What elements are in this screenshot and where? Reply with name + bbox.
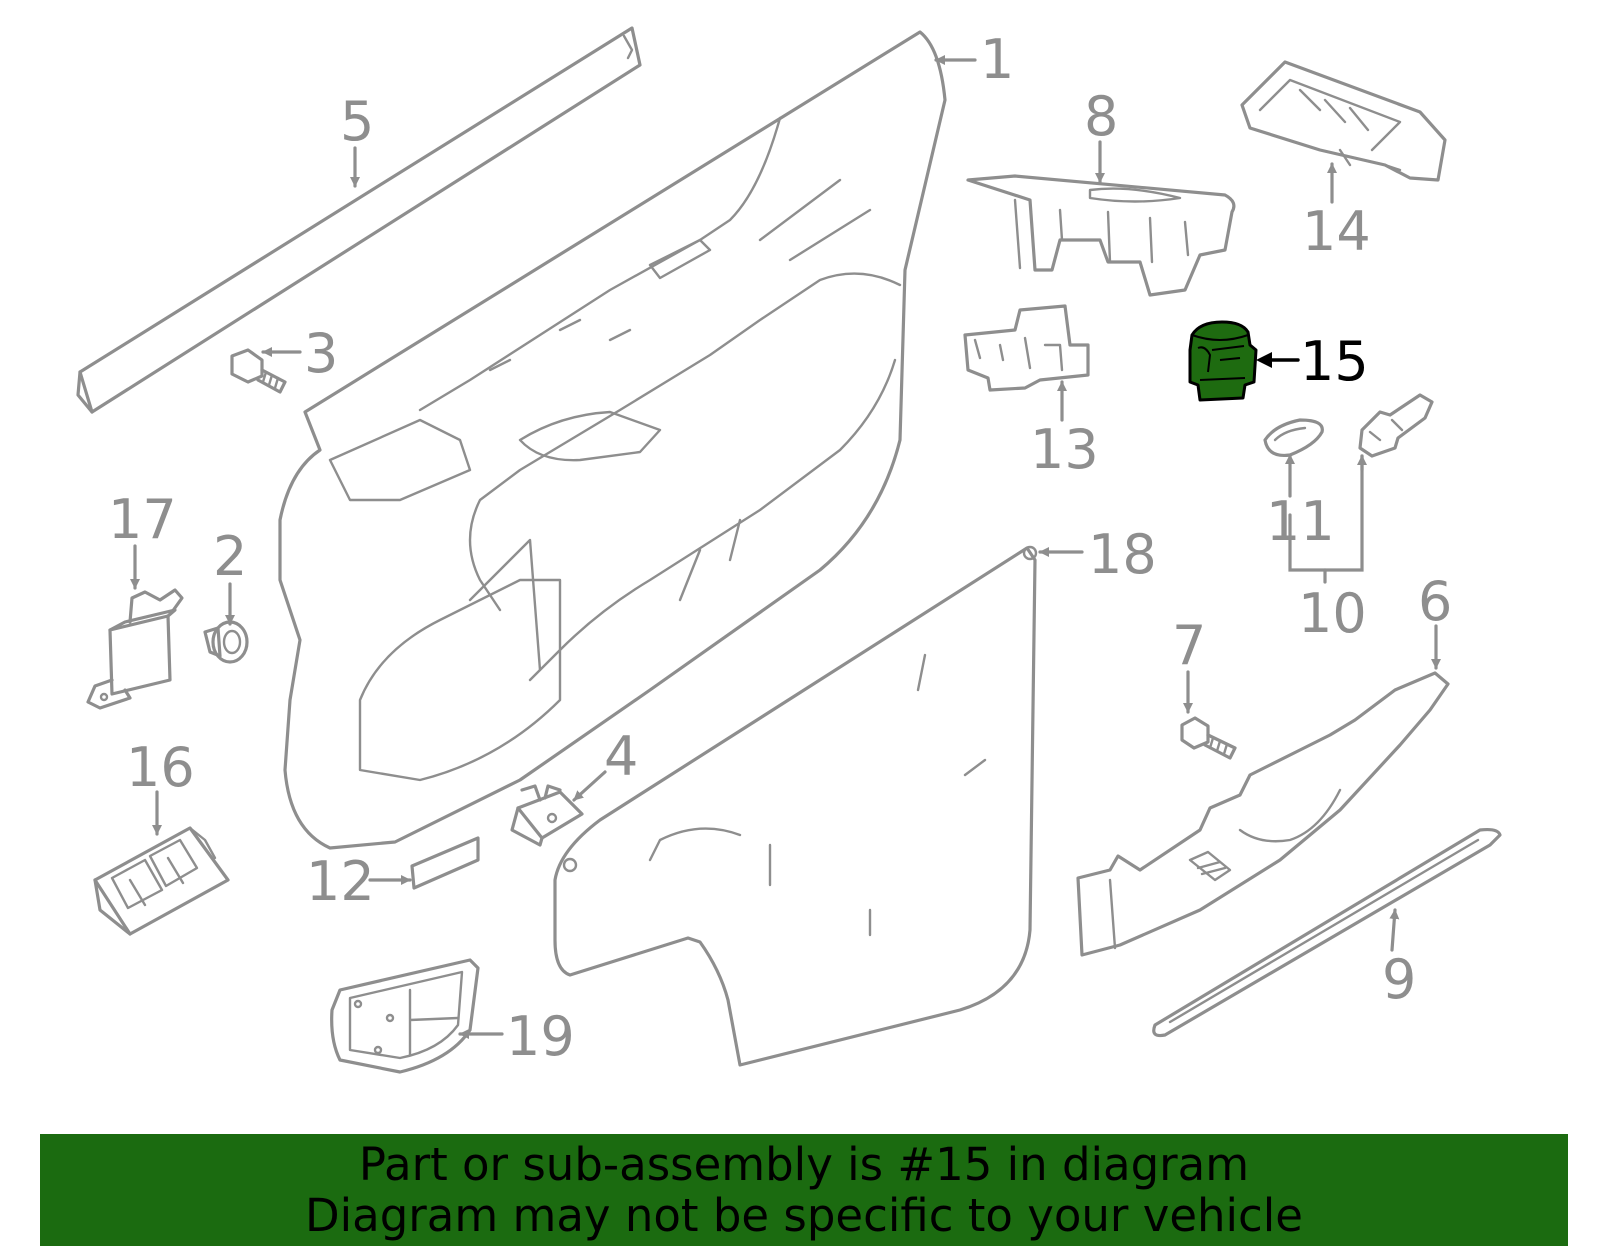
callout-15[interactable]: 15 [1300, 330, 1369, 393]
callout-4[interactable]: 4 [604, 725, 638, 788]
part-11-small-switch[interactable] [1263, 418, 1324, 458]
part-9-strip[interactable] [1152, 827, 1502, 1038]
banner-line-1: Part or sub-assembly is #15 in diagram [358, 1138, 1250, 1191]
callout-5[interactable]: 5 [340, 90, 374, 153]
banner-line-2: Diagram may not be specific to your vehi… [305, 1189, 1303, 1242]
part-13-window-switch[interactable] [963, 304, 1090, 392]
callout-8[interactable]: 8 [1084, 85, 1118, 148]
part-10-switch-housing[interactable] [1358, 393, 1434, 458]
callout-13[interactable]: 13 [1030, 418, 1099, 481]
callout-3[interactable]: 3 [304, 322, 338, 385]
callout-6[interactable]: 6 [1418, 570, 1452, 633]
callout-14[interactable]: 14 [1302, 200, 1371, 263]
callout-9[interactable]: 9 [1382, 948, 1416, 1011]
part-6-door-pocket[interactable] [1076, 671, 1450, 957]
part-19-cover[interactable] [330, 958, 480, 1074]
callout-12[interactable]: 12 [306, 850, 375, 913]
part-1-door-trim-panel[interactable] [278, 30, 947, 850]
callout-11[interactable]: 11 [1266, 490, 1335, 553]
callout-2[interactable]: 2 [213, 525, 247, 588]
part-12-pad[interactable] [410, 836, 480, 890]
callout-19[interactable]: 19 [506, 1005, 575, 1068]
part-2-clip[interactable] [203, 620, 249, 664]
callout-18[interactable]: 18 [1088, 523, 1157, 586]
part-3-screw[interactable] [230, 348, 287, 394]
callout-17[interactable]: 17 [108, 488, 177, 551]
info-banner: Part or sub-assembly is #15 in diagram D… [40, 1134, 1568, 1246]
callout-7[interactable]: 7 [1172, 614, 1206, 677]
part-14-switch-panel[interactable] [1240, 60, 1447, 182]
part-17-module[interactable] [86, 588, 184, 710]
callout-16[interactable]: 16 [126, 736, 195, 799]
callout-10[interactable]: 10 [1298, 582, 1367, 645]
part-18-deflector[interactable] [553, 545, 1038, 1067]
part-7-screw[interactable] [1180, 716, 1237, 760]
part-16-switch-assembly[interactable] [93, 826, 230, 936]
part-4-bracket[interactable] [510, 784, 584, 847]
callout-1[interactable]: 1 [980, 28, 1014, 91]
part-5-belt-molding[interactable] [76, 26, 642, 414]
part-8-armrest-base[interactable] [966, 174, 1236, 297]
callout-15-leader [1256, 352, 1300, 368]
callout-labels: 1 2 3 4 5 6 7 8 9 10 11 12 13 14 15 16 1… [108, 28, 1452, 1068]
callout-leaders [130, 55, 1441, 1039]
part-15-switch[interactable] [1188, 320, 1258, 402]
